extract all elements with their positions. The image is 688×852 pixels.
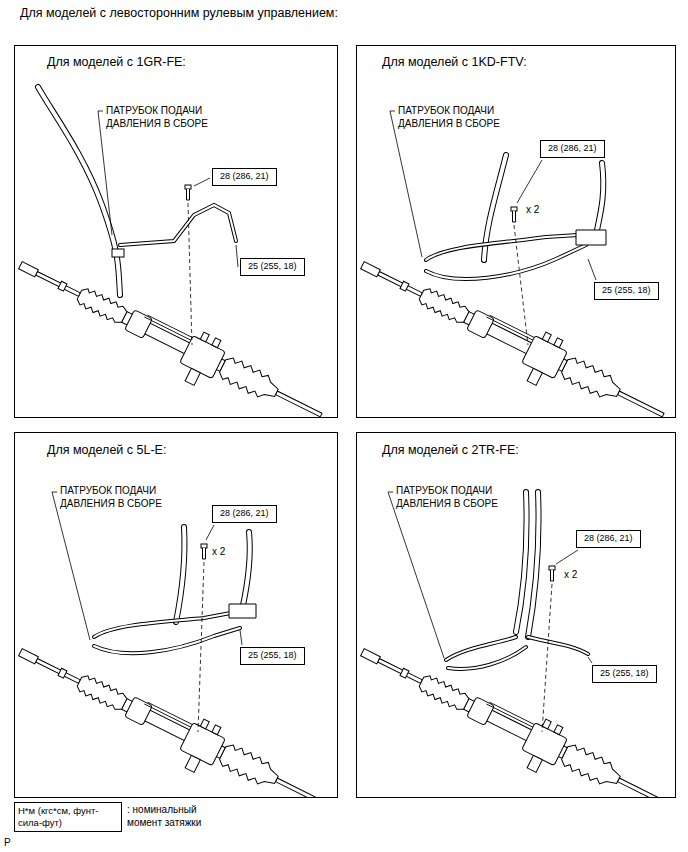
illustration-line (528, 492, 539, 637)
illustration-line (206, 525, 214, 540)
torque-value: 28 (286, 21) (220, 171, 269, 183)
illustration-line (94, 612, 236, 637)
quantity-note: x 2 (526, 203, 539, 216)
torque-box: 25 (255, 18) (592, 665, 657, 683)
panel-illustration (7, 492, 331, 829)
illustration-line (188, 203, 192, 345)
illustration-line (556, 550, 578, 564)
torque-value: 25 (255, 18) (600, 668, 649, 680)
torque-value: 28 (286, 21) (220, 508, 269, 520)
torque-value: 25 (255, 18) (248, 650, 297, 662)
torque-box: 28 (286, 21) (576, 530, 641, 548)
illustration-line (596, 163, 603, 235)
illustration-line (588, 657, 592, 663)
torque-value: 25 (255, 18) (602, 285, 651, 297)
illustration-line (120, 205, 236, 245)
panel-heading: Для моделей с 1GR-FE: (47, 55, 186, 70)
panel-heading: Для моделей с 1KD-FTV: (382, 55, 527, 70)
torque-box: 28 (286, 21) (212, 168, 277, 186)
torque-value: 25 (255, 18) (248, 261, 297, 273)
illustration-line (349, 246, 673, 442)
part-name: ПАТРУБОК ПОДАЧИ ДАВЛЕНИЯ В СБОРЕ (60, 484, 180, 510)
legend-unit: Н*м (кгс*см, фунт-сила-фут) (18, 805, 118, 829)
panel-heading: Для моделей с 2TR-FE: (382, 443, 519, 458)
engine-panel: Для моделей с 1GR-FE: 28 (286, 21) 25 (255… (14, 45, 338, 418)
illustration-line (94, 628, 240, 653)
illustration-line (388, 492, 444, 658)
part-name: ПАТРУБОК ПОДАЧИ ДАВЛЕНИЯ В СБОРЕ (396, 484, 516, 510)
illustration-line (514, 225, 528, 345)
illustration-line (229, 604, 256, 618)
illustration-line (511, 207, 517, 222)
illustration-line (236, 245, 238, 267)
part-name: ПАТРУБОК ПОДАЧИ ДАВЛЕНИЯ В СБОРЕ (398, 104, 518, 130)
illustration-line (528, 637, 588, 654)
illustration-line (542, 584, 552, 732)
illustration-line (576, 230, 606, 245)
illustration-line (528, 637, 588, 654)
panel-illustration (7, 87, 331, 442)
quantity-note: x 2 (212, 545, 225, 558)
illustration-line (242, 532, 250, 610)
illustration-line (446, 637, 516, 660)
part-name: ПАТРУБОК ПОДАЧИ ДАВЛЕНИЯ В СБОРЕ (106, 104, 226, 130)
legend-description: : номинальный момент затяжки (127, 803, 227, 829)
panel-heading: Для моделей с 5L-E: (47, 443, 166, 458)
illustration-line (94, 612, 236, 637)
illustration-line (52, 492, 90, 640)
figure-code: P (4, 836, 11, 849)
illustration-line (201, 544, 207, 559)
torque-box: 25 (255, 18) (594, 282, 659, 300)
illustration-line (517, 160, 542, 203)
torque-box: 25 (255, 18) (240, 647, 305, 665)
illustration-line (448, 647, 526, 669)
illustration-line (185, 185, 191, 200)
illustration-line (549, 566, 555, 581)
torque-box: 25 (255, 18) (240, 258, 305, 276)
illustration-line (448, 647, 526, 669)
illustration-line (516, 492, 527, 632)
engine-panel: Для моделей с 1KD-FTV: 28 (286, 21) 25 (25… (356, 45, 676, 418)
illustration-line (98, 111, 112, 235)
illustration-line (426, 245, 586, 279)
illustration-line (240, 630, 242, 645)
illustration-line (528, 492, 539, 637)
page-title: Для моделей с левосторонним рулевым упра… (20, 6, 338, 20)
illustration-line (112, 249, 124, 257)
torque-box: 28 (286, 21) (540, 140, 605, 158)
legend-box: Н*м (кгс*см, фунт-сила-фут) (14, 802, 122, 832)
illustration-line (7, 246, 331, 442)
illustration-line (176, 527, 185, 622)
illustration-line (7, 633, 331, 829)
illustration-line (596, 163, 603, 235)
torque-value: 28 (286, 21) (584, 533, 633, 545)
quantity-note: x 2 (564, 568, 577, 581)
illustration-line (426, 235, 578, 260)
illustration-line (198, 562, 204, 732)
illustration-line (194, 178, 210, 186)
illustration-line (176, 527, 185, 622)
illustration-line (426, 245, 586, 279)
illustration-line (446, 637, 516, 660)
illustration-line (242, 532, 250, 610)
illustration-line (516, 492, 527, 632)
illustration-line (588, 259, 596, 280)
illustration-line (349, 633, 673, 829)
illustration-line (390, 111, 422, 257)
torque-box: 28 (286, 21) (212, 505, 277, 523)
illustration-line (94, 628, 240, 653)
panel-illustration (349, 111, 673, 442)
torque-value: 28 (286, 21) (548, 143, 597, 155)
illustration-line (120, 205, 236, 245)
illustration-line (426, 235, 578, 260)
panel-illustration (349, 492, 673, 829)
